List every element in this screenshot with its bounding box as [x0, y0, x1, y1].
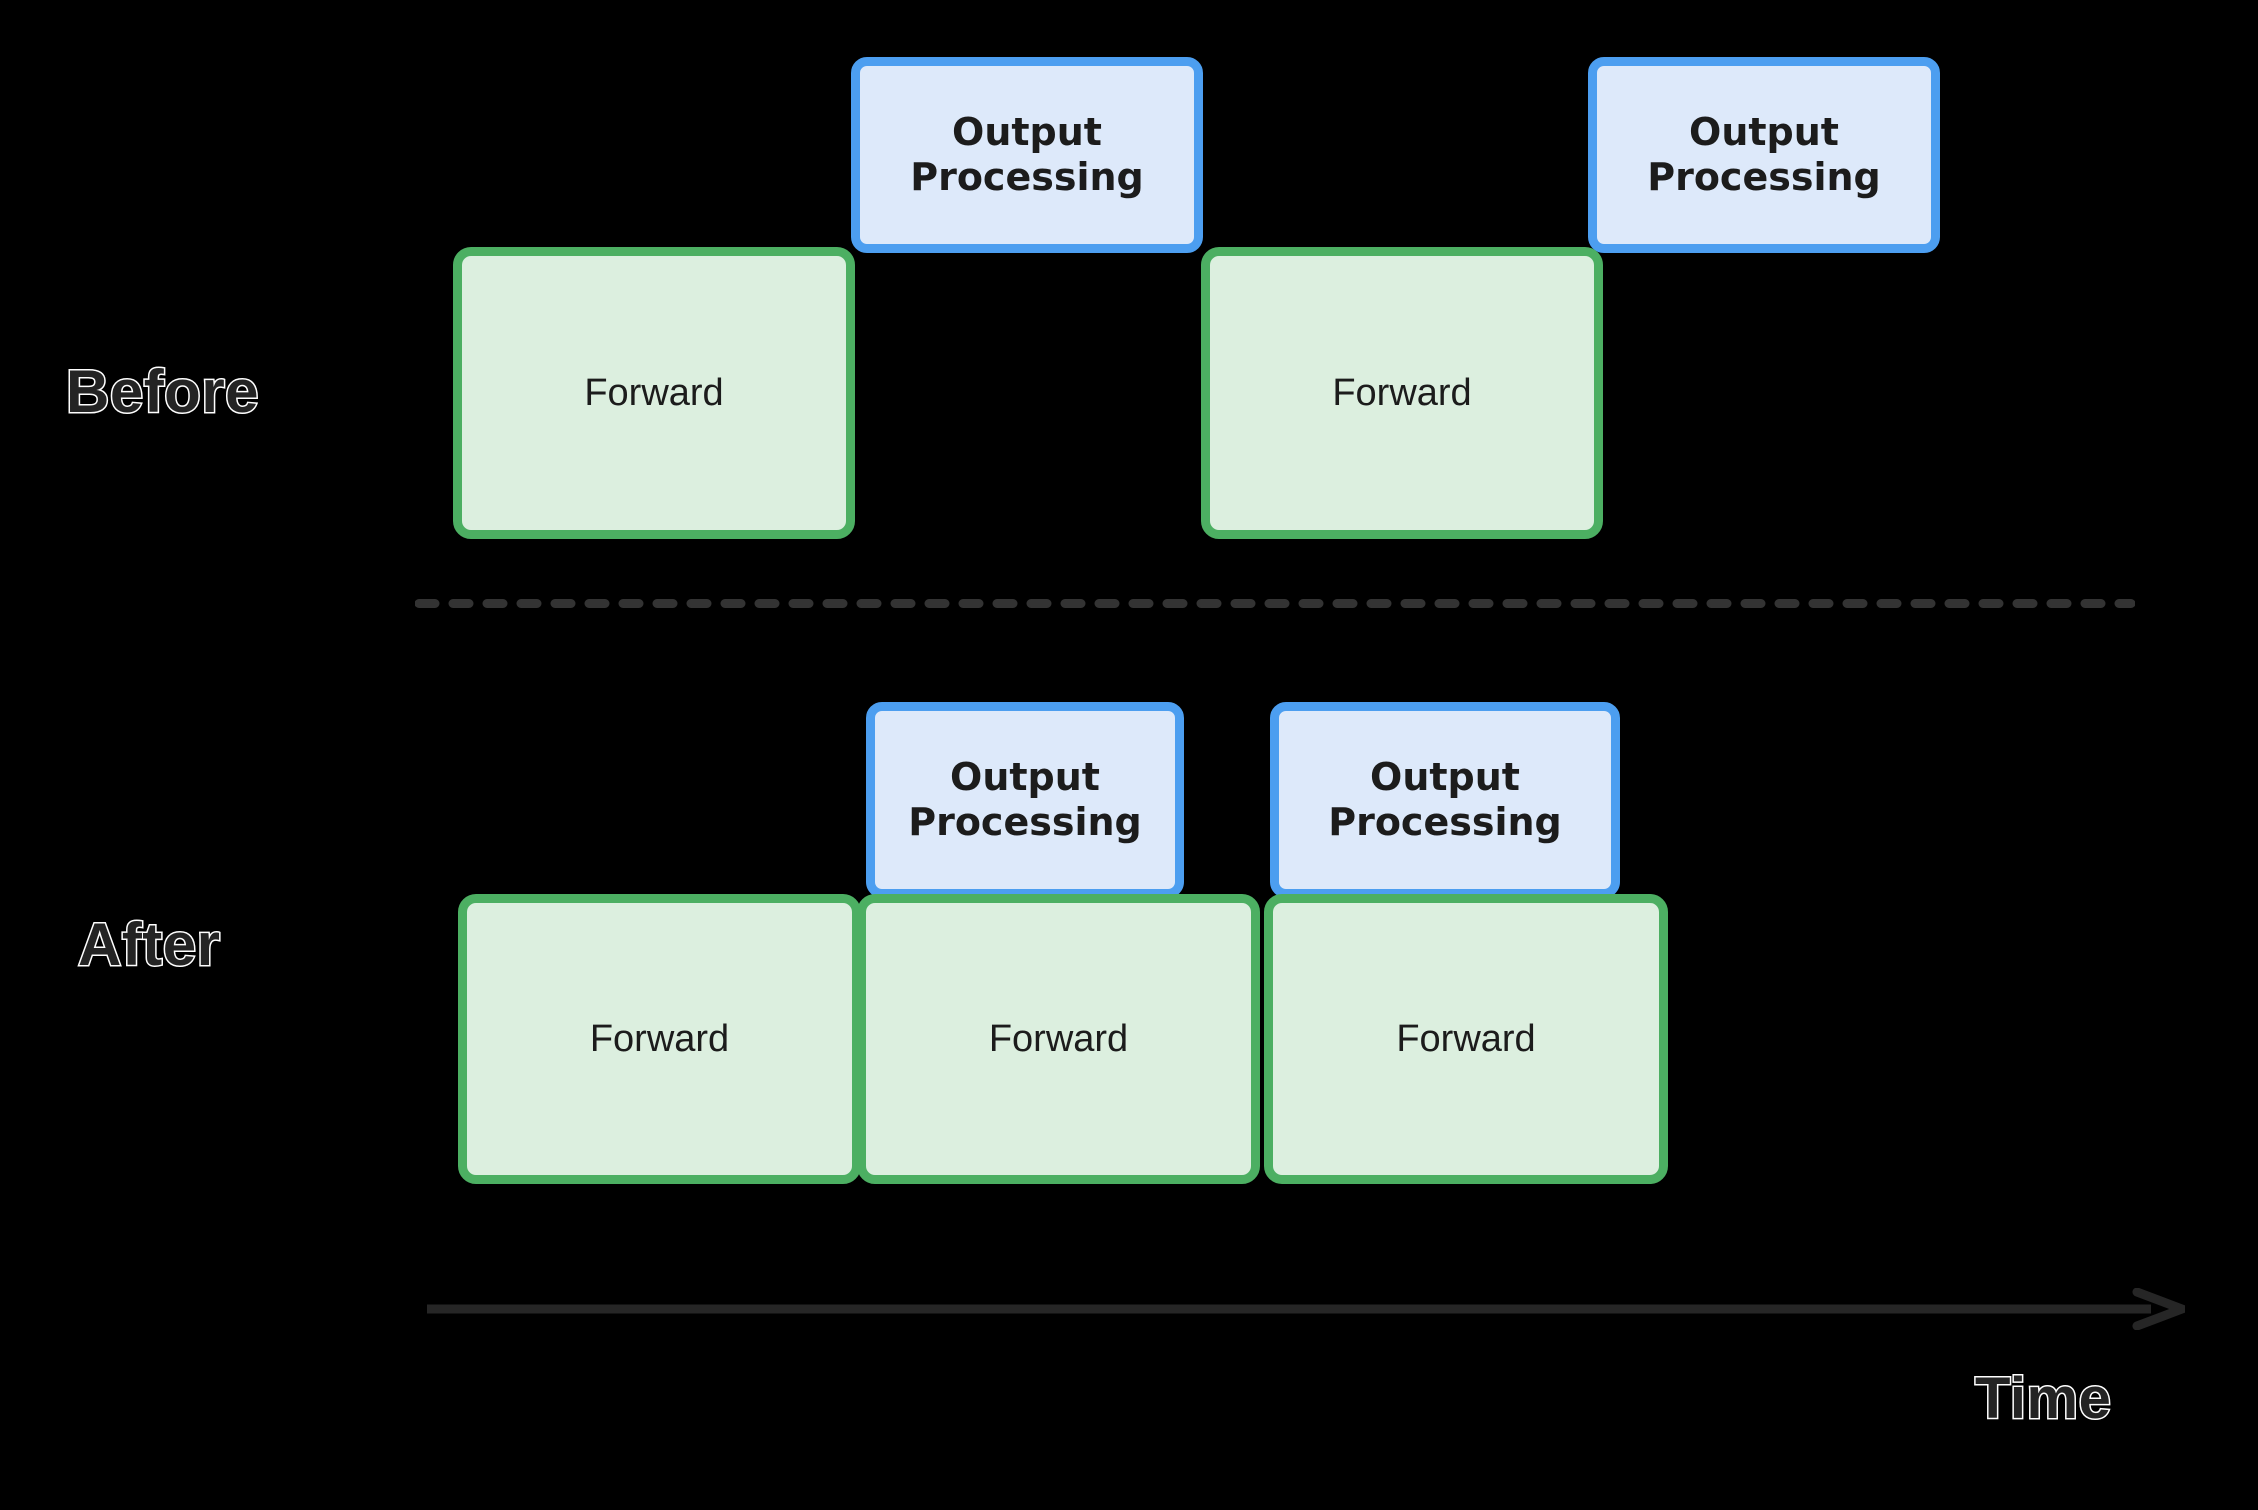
block-label-line2: Processing — [908, 800, 1142, 844]
row-label-after: After — [77, 911, 222, 978]
block-label: Forward — [1332, 371, 1472, 414]
before-forward-block-2: Forward — [1201, 247, 1603, 539]
block-label: Forward — [1396, 1017, 1536, 1060]
block-label: Output Processing — [1647, 110, 1881, 200]
after-output-processing-block-2: Output Processing — [1270, 702, 1620, 898]
before-output-processing-block-2: Output Processing — [1588, 57, 1940, 253]
block-label-line2: Processing — [1647, 155, 1881, 199]
after-output-processing-block-1: Output Processing — [866, 702, 1184, 898]
block-label: Output Processing — [908, 755, 1142, 845]
time-axis-arrow — [427, 1288, 2185, 1330]
section-divider — [415, 599, 2135, 608]
time-axis-label: Time — [1973, 1366, 2112, 1431]
before-forward-block-1: Forward — [453, 247, 855, 539]
after-forward-block-2: Forward — [857, 894, 1260, 1184]
block-label-line2: Processing — [910, 155, 1144, 199]
block-label-line1: Output — [1370, 755, 1520, 800]
before-output-processing-block-1: Output Processing — [851, 57, 1203, 253]
block-label: Output Processing — [910, 110, 1144, 200]
block-label: Output Processing — [1328, 755, 1562, 845]
block-label-line1: Output — [1689, 110, 1839, 155]
block-label: Forward — [584, 371, 724, 414]
block-label: Forward — [988, 1017, 1129, 1060]
after-forward-block-1: Forward — [458, 894, 861, 1184]
row-label-before: Before — [64, 358, 260, 425]
after-forward-block-3: Forward — [1264, 894, 1668, 1184]
block-label: Forward — [589, 1017, 730, 1060]
block-label-line1: Output — [950, 755, 1100, 800]
block-label-line1: Output — [952, 110, 1102, 155]
block-label-line2: Processing — [1328, 800, 1562, 844]
